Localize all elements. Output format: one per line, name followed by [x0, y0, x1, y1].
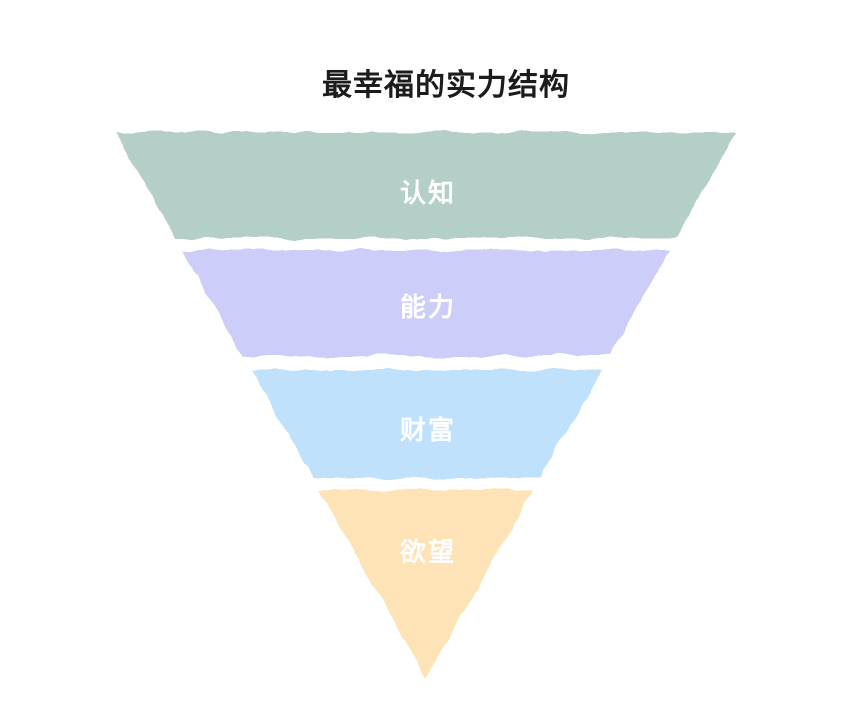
funnel-layer-wealth-label: 财富: [400, 415, 456, 446]
funnel-layer-wealth-shape: [251, 370, 602, 478]
page-title: 最幸福的实力结构: [322, 68, 570, 103]
funnel-layer-cognition-shape: [115, 132, 737, 238]
funnel-layer-cognition-label: 认知: [400, 179, 456, 209]
funnel-layer-ability-label: 能力: [400, 292, 456, 323]
funnel-layer-desire-shape: [319, 490, 533, 678]
funnel-layer-ability-shape: [182, 250, 670, 356]
funnel-layer-desire-label: 欲望: [399, 538, 456, 568]
